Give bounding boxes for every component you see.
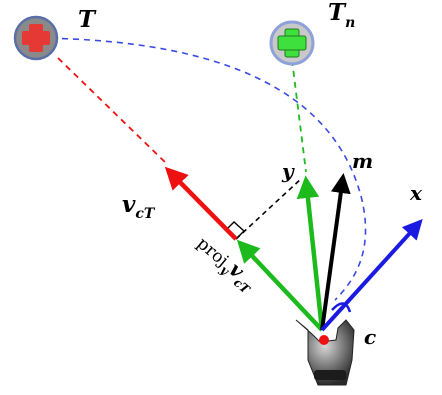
- robot-hand-icon: [295, 319, 355, 386]
- projection-perpendicular-line: [235, 177, 303, 240]
- right-angle-marker: [225, 221, 246, 240]
- label-projection: projyvcT: [190, 230, 262, 297]
- label-c: c: [364, 325, 376, 349]
- vector-m: [320, 173, 351, 331]
- label-m: m: [352, 149, 373, 173]
- projection-vector-green: [236, 239, 324, 332]
- dashed-line-to-target: [57, 57, 169, 166]
- target-n-icon: [269, 20, 315, 66]
- dashed-line-to-target-n: [291, 59, 307, 173]
- vector-x: [320, 219, 423, 332]
- vector-v-red-segment: [164, 166, 238, 241]
- vector-y: [296, 175, 325, 331]
- label-v-ct: vcT: [122, 191, 156, 222]
- label-x: x: [409, 181, 423, 205]
- angle-arc: [331, 302, 352, 313]
- label-target-n: Tn: [328, 0, 355, 31]
- label-target: T: [78, 6, 97, 33]
- target-icon: [13, 15, 59, 61]
- dashed-arc: [39, 37, 367, 301]
- label-y: y: [281, 159, 295, 183]
